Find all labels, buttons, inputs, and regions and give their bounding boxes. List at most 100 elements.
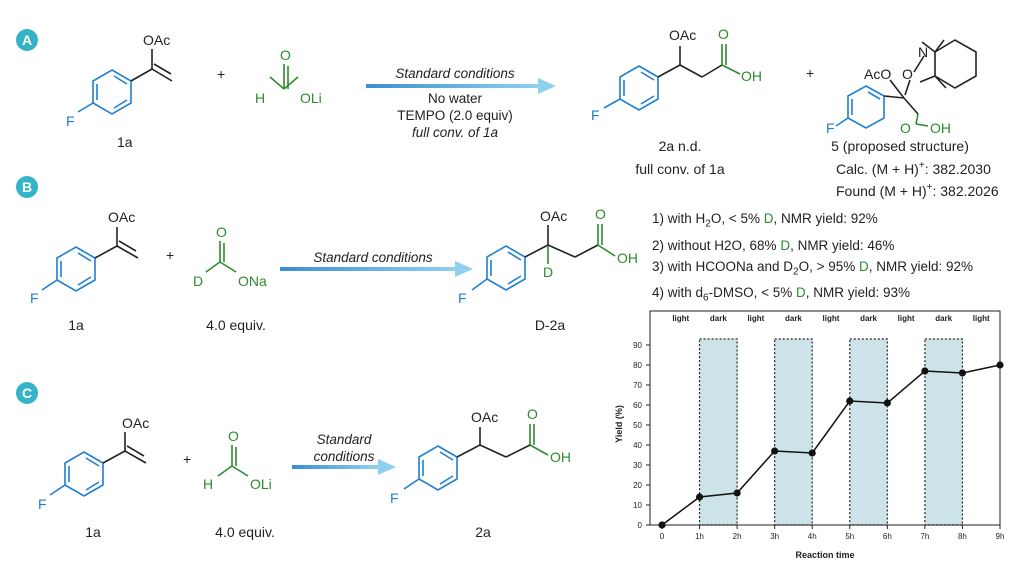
panel-a-arrow: [366, 78, 556, 94]
result-line-4: 4) with d6-DMSO, < 5% D, NMR yield: 93%: [652, 285, 911, 305]
panel-a-adduct-aco: AcO: [864, 66, 891, 82]
y-tick-label: 50: [633, 421, 642, 430]
panel-b-product-d: D: [543, 264, 553, 280]
x-tick-label: 9h: [996, 532, 1005, 541]
panel-a-product-note: full conv. of 1a: [635, 161, 724, 177]
x-tick-label: 4h: [808, 532, 817, 541]
panel-c-reagent-oli: OLi: [250, 476, 272, 492]
panel-a-adduct-oh: OH: [930, 120, 951, 136]
y-axis-label: Yield (%): [614, 405, 624, 443]
panel-a-reagent-oli: OLi: [300, 90, 322, 106]
x-tick-label: 5h: [845, 532, 854, 541]
panel-a-calc: Calc. (M + H)+: 382.2030: [836, 160, 991, 177]
panel-a-substrate-label: 1a: [117, 134, 133, 150]
period-label: dark: [785, 314, 802, 323]
y-tick-label: 30: [633, 461, 642, 470]
panel-b-arrow: [280, 261, 473, 277]
y-tick-label: 80: [633, 361, 642, 370]
panel-a-adduct-o: O: [902, 66, 913, 82]
period-label: dark: [710, 314, 727, 323]
panel-c-reagent: O H OLi 4.0 equiv.: [203, 428, 275, 540]
panel-a-product-o: O: [718, 26, 729, 42]
panel-c-reagent-o: O: [228, 428, 239, 444]
yield-data-point: [958, 369, 967, 377]
panel-a-reagent-o: O: [280, 47, 291, 63]
panel-b-reagent-d: D: [193, 273, 203, 289]
x-tick-label: 8h: [958, 532, 967, 541]
x-tick-label: 1h: [695, 532, 704, 541]
yield-data-point: [733, 489, 741, 497]
panel-a-cond-line-1: No water: [428, 91, 483, 106]
panel-b-product: OAc D O OH F D-2a: [458, 206, 638, 333]
panel-a-oac: OAc: [143, 32, 170, 48]
panel-b-reagent-ona: ONa: [238, 273, 267, 289]
panel-b-reagent-label: 4.0 equiv.: [206, 317, 266, 333]
panel-a-conditions: Standard conditions: [395, 66, 515, 81]
panel-c-substrate-label: 1a: [85, 524, 101, 540]
panel-c-plus: +: [183, 451, 191, 467]
dark-period-band: [774, 338, 813, 526]
panel-c-conditions-2: conditions: [314, 449, 375, 464]
panel-a-found: Found (M + H)+: 382.2026: [836, 182, 999, 199]
yield-data-point: [771, 447, 779, 455]
panel-b-product-oh: OH: [617, 250, 638, 266]
period-label: dark: [860, 314, 877, 323]
panel-a-cond-line-3: full conv. of 1a: [412, 125, 499, 140]
yield-data-point: [695, 493, 704, 501]
panel-a-cond-line-2: TEMPO (2.0 equiv): [397, 108, 513, 123]
panel-a-product-label: 2a n.d.: [659, 138, 702, 154]
yield-data-point: [883, 399, 891, 407]
y-tick-label: 60: [633, 401, 642, 410]
panel-c-product: OAc O OH F 2a: [390, 406, 571, 540]
yield-data-point: [921, 367, 929, 375]
panel-b-product-label: D-2a: [535, 317, 566, 333]
panel-a-adduct-label: 5 (proposed structure): [831, 138, 969, 154]
yield-data-point: [808, 449, 816, 457]
panel-b-conditions: Standard conditions: [313, 250, 433, 265]
panel-a-reagent: O H OLi: [255, 47, 322, 106]
panel-b-reagent: O D ONa 4.0 equiv.: [193, 224, 267, 333]
panel-c-conditions-1: Standard: [317, 432, 372, 447]
panel-c-product-oh: OH: [550, 449, 571, 465]
panel-a-adduct-n: N: [918, 44, 928, 60]
panel-b-product-oac: OAc: [540, 208, 567, 224]
panel-a-product-oh: OH: [741, 68, 762, 84]
yield-data-point: [846, 397, 854, 405]
panel-a-reagent-h: H: [255, 90, 265, 106]
yield-data-point: [996, 361, 1004, 369]
panel-a-substrate: OAc F 1a: [66, 32, 173, 150]
y-tick-label: 10: [633, 501, 642, 510]
result-line-3: 3) with HCOONa and D2O, > 95% D, NMR yie…: [652, 258, 974, 278]
x-tick-label: 2h: [733, 532, 742, 541]
panel-c-substrate: OAc F 1a: [38, 415, 149, 540]
panel-c-product-oac: OAc: [471, 409, 498, 425]
panel-c-reagent-label: 4.0 equiv.: [215, 524, 275, 540]
panel-b-plus: +: [166, 247, 174, 263]
period-label: light: [672, 314, 689, 323]
panel-a-plus-2: +: [806, 65, 814, 81]
panel-b-f: F: [30, 290, 39, 306]
period-label: light: [823, 314, 840, 323]
panel-c-arrow: [292, 459, 396, 475]
y-tick-label: 40: [633, 441, 642, 450]
panel-a-product: OAc O OH F 2a n.d. full conv. of 1a: [591, 26, 762, 177]
x-tick-label: 6h: [883, 532, 892, 541]
period-label: dark: [935, 314, 952, 323]
panel-b-substrate: OAc F 1a: [30, 209, 139, 333]
panel-a-f: F: [66, 113, 75, 129]
panel-c-reagent-h: H: [203, 476, 213, 492]
panel-b-substrate-label: 1a: [68, 317, 84, 333]
period-label: light: [973, 314, 990, 323]
period-label: light: [747, 314, 764, 323]
y-tick-label: 0: [638, 521, 643, 530]
y-tick-label: 20: [633, 481, 642, 490]
x-tick-label: 3h: [770, 532, 779, 541]
x-tick-label: 0: [660, 532, 665, 541]
yield-data-point: [658, 521, 666, 529]
panel-b-results: 1) with H2O, < 5% D, NMR yield: 92% 2) w…: [652, 208, 973, 309]
panel-b-product-f: F: [458, 290, 467, 306]
panel-a-adduct-oc: O: [900, 120, 911, 136]
panel-a-adduct-f: F: [826, 120, 835, 136]
result-line-2: 2) without H2O, 68% D, NMR yield: 46%: [652, 237, 895, 253]
y-tick-label: 90: [633, 341, 642, 350]
